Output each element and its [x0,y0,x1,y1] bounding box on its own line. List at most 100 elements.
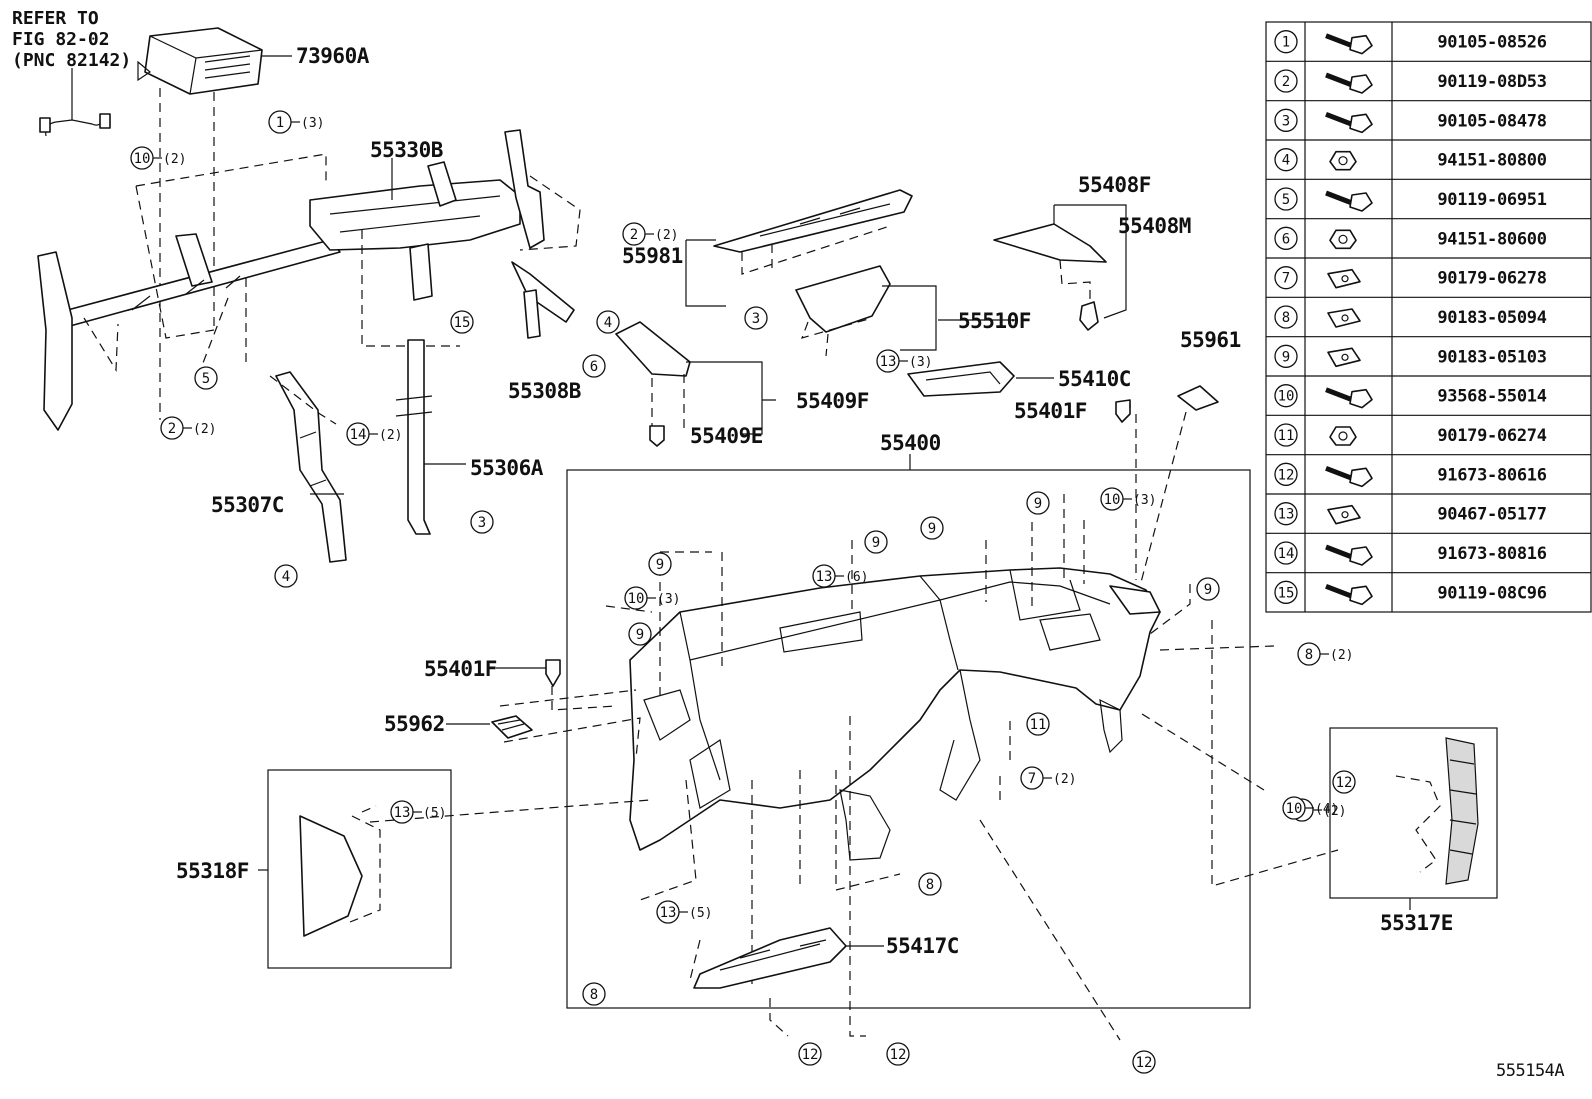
callout: 13(3) [876,349,932,373]
callout-circle [582,982,606,1006]
callout: 3 [470,510,494,534]
callout: 13 (5) [656,900,712,924]
callout: 3 [744,306,768,330]
row-number-circle [1274,266,1298,290]
row-number: 12 [1278,467,1295,483]
fastener-icon [1329,150,1357,171]
callout-number: 12 [1336,775,1353,791]
callout-quantity: (3) [657,592,680,607]
row-number-circle [1274,462,1298,486]
row-part-number: 90179-06274 [1437,426,1546,446]
upper-panels-drawing [615,189,1219,587]
callout-quantity: (2) [193,422,216,437]
duct-drawing [693,927,884,989]
row-number-circle [1274,305,1298,329]
callout-quantity: (2) [655,228,678,243]
callout-number: 3 [478,515,486,531]
fastener-icon [1325,190,1373,212]
label-55510F: 55510F [958,309,1031,333]
callout: 13(6) [812,564,868,588]
braces-drawing [269,339,466,563]
callout-number: 8 [590,987,598,1003]
table-row: 15 90119-08C96 [1274,580,1547,606]
callout-number: 8 [1305,647,1313,663]
row-part-number: 91673-80816 [1437,544,1546,564]
callout-quantity: (3) [1133,493,1156,508]
fastener-icon [1327,268,1361,289]
callout: 1(3) [268,110,324,134]
callout-number: 13 [394,805,411,821]
callout-number: 5 [202,371,210,387]
callout-circle [886,1042,910,1066]
callout-circle [1332,770,1356,794]
label-55417C: 55417C [886,934,959,958]
row-number: 13 [1278,507,1295,523]
label-55306A: 55306A [470,456,544,480]
label-55401F-top: 55401F [1014,399,1087,423]
fastener-icon [1325,111,1373,134]
callout: 8(2) [1297,642,1353,666]
callout: 9 [648,552,672,576]
callout: 12 [798,1042,822,1066]
row-number-circle [1274,423,1298,447]
callout: 9 [864,530,888,554]
fastener-icon [1327,504,1361,525]
label-55401F-mid: 55401F [424,657,497,681]
callout-number: 3 [752,311,760,327]
callout: 4 [596,310,620,334]
callout-quantity: (2) [379,428,402,443]
ref-line-3: (PNC 82142) [12,50,131,71]
callout: 6 [582,354,606,378]
callout: 9 [920,516,944,540]
part-labels: 73960A 55330B 55408F 55408M 55981 55510F… [176,44,1565,1081]
callout-circle [1132,1050,1156,1074]
row-part-number: 90119-08C96 [1437,583,1546,603]
callout-number: 2 [168,421,176,437]
label-55961: 55961 [1180,328,1241,352]
callout: 7(2) [1020,766,1076,790]
callout: 9 [1196,577,1220,601]
row-part-number: 90105-08478 [1437,111,1546,131]
panel-55317E-drawing [1329,727,1498,910]
fastener-icon [1327,347,1361,368]
fastener-icon [1325,72,1373,94]
callout: 12 [1132,1050,1156,1074]
row-part-number: 90183-05094 [1437,308,1546,328]
row-number: 8 [1282,310,1290,326]
table-row: 12 91673-80616 [1274,462,1547,488]
label-55318F: 55318F [176,859,249,883]
callout: 4 [274,564,298,588]
label-55409E: 55409E [690,424,763,448]
callout-number: 9 [1034,496,1042,512]
callout-quantity: (2) [163,152,186,167]
callout-number: 10 [1104,492,1121,508]
callout-quantity: (2) [1053,772,1076,787]
callout-circle [798,1042,822,1066]
callout-number: 12 [890,1047,907,1063]
callout: 11 [1026,712,1050,736]
callout-number: 9 [872,535,880,551]
label-55400: 55400 [880,431,941,455]
callout-quantity: (5) [689,906,712,921]
callout-number: 10 [134,151,151,167]
row-part-number: 91673-80616 [1437,465,1546,485]
label-55410C: 55410C [1058,367,1131,391]
row-number: 7 [1282,271,1290,287]
label-73960A: 73960A [296,44,370,68]
label-55317E: 55317E [1380,911,1453,935]
row-number: 15 [1278,585,1295,601]
callout: 13(5) [390,800,446,824]
row-number-circle [1274,226,1298,250]
row-number-circle [1274,108,1298,132]
callout-number: 13 [660,905,677,921]
label-55308B: 55308B [508,379,581,403]
callout-quantity: (3) [301,116,324,131]
